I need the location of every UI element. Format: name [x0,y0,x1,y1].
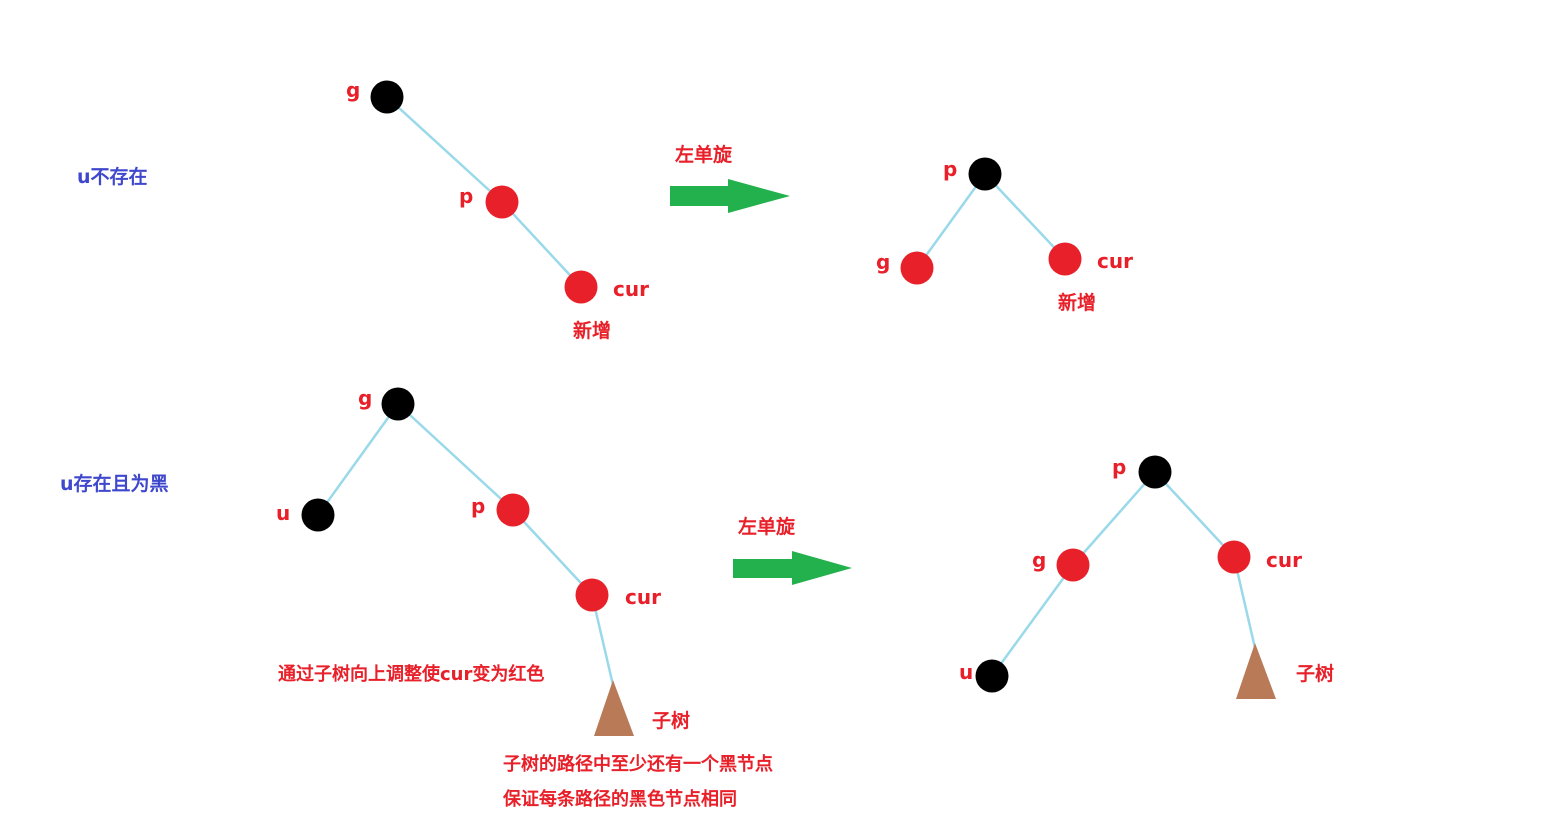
node-cur [575,578,609,612]
case2-rotation-arrow [733,551,852,585]
case1-before-cur-label: cur [613,277,649,301]
edge-p-cur [501,201,582,288]
case2-after-u-label: u [959,660,974,684]
case2-subtree-note-1: 子树的路径中至少还有一个黑节点 [503,754,773,775]
case2-before-subtree-label: 子树 [652,710,691,732]
case1-before-tree [370,80,598,304]
edge-p-g [915,173,987,269]
subtree-triangle [1236,643,1276,699]
case2-after-p-label: p [1112,455,1127,479]
case1-after-new-label: 新增 [1058,292,1097,314]
case2-after-cur-label: cur [1266,548,1302,572]
case2-after-subtree-label: 子树 [1296,663,1335,685]
node-cur [1217,540,1251,574]
edge-g-u [316,403,400,516]
edge-p-g [1072,471,1156,566]
node-p [968,157,1002,191]
subtree-triangle [594,680,634,736]
case1-after-p-label: p [943,157,958,181]
node-u [975,659,1009,693]
arrow-shape [670,179,790,213]
case1-before-p-label: p [459,184,474,208]
node-cur [1048,242,1082,276]
edge-p-cur [984,173,1066,260]
case2-before-tree [301,387,634,736]
node-p [496,493,530,527]
case2-rotation-label: 左单旋 [738,516,796,538]
edge-p-cur [1154,471,1235,558]
case2-before-cur-label: cur [625,585,661,609]
edge-p-cur [512,509,593,596]
arrow-shape [733,551,852,585]
edge-g-u [990,564,1075,677]
case1-condition-label: u不存在 [77,166,148,188]
case1-rotation-arrow [670,179,790,213]
node-g [381,387,415,421]
node-g [370,80,404,114]
case1-before-g-label: g [346,78,361,102]
node-p [1138,455,1172,489]
case1-after-cur-label: cur [1097,249,1133,273]
case2-adjust-note: 通过子树向上调整使cur变为红色 [278,664,545,685]
node-p [485,185,519,219]
case2-condition-label: u存在且为黑 [60,473,169,495]
case2-before-g-label: g [358,386,373,410]
case2-after-g-label: g [1032,548,1047,572]
case2-before-p-label: p [471,494,486,518]
case1-before-new-label: 新增 [573,320,612,342]
case1-rotation-label: 左单旋 [675,144,733,166]
edge-g-p [397,403,514,511]
case2-subtree-note-2: 保证每条路径的黑色节点相同 [503,789,737,810]
case1-after-g-label: g [876,250,891,274]
node-g [1056,548,1090,582]
case2-after-tree [975,455,1276,699]
edge-g-p [386,96,503,203]
case2-before-u-label: u [276,501,291,525]
node-u [301,498,335,532]
node-cur [564,270,598,304]
node-g [900,251,934,285]
case1-after-tree [900,157,1082,285]
